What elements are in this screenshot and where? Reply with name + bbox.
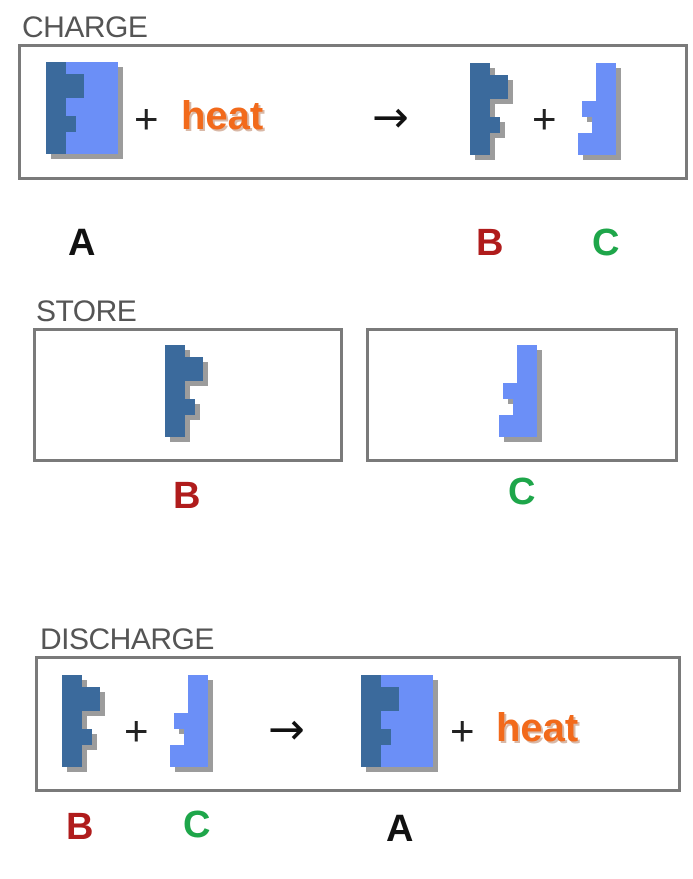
discharge-piece-b <box>62 675 105 772</box>
molecule-a-combined <box>46 62 123 159</box>
discharge-plus-1: + <box>124 707 149 754</box>
store-piece-b <box>165 345 208 442</box>
charge-label-c: C <box>592 222 620 264</box>
discharge-piece-c <box>170 675 213 772</box>
charge-title: CHARGE <box>22 11 148 44</box>
discharge-label-b: B <box>66 806 94 848</box>
charge-label-a: A <box>68 222 96 264</box>
charge-arrow: → <box>372 92 409 143</box>
charge-panel <box>18 44 688 180</box>
discharge-arrow: → <box>268 704 305 755</box>
store-label-b: B <box>173 475 201 517</box>
store-label-c: C <box>508 471 536 513</box>
charge-heat-label: heat <box>181 94 264 138</box>
store-title: STORE <box>36 295 137 328</box>
discharge-label-c: C <box>183 804 211 846</box>
discharge-title: DISCHARGE <box>40 623 214 656</box>
charge-label-b: B <box>476 222 504 264</box>
discharge-heat-label: heat <box>496 706 579 750</box>
molecule-a-combined-discharge <box>361 675 438 772</box>
charge-plus-1: + <box>134 95 159 142</box>
charge-piece-b <box>470 63 513 160</box>
store-piece-c <box>499 345 542 442</box>
discharge-plus-2: + <box>450 707 475 754</box>
charge-plus-2: + <box>532 95 557 142</box>
discharge-panel <box>35 656 681 792</box>
discharge-label-a: A <box>386 808 414 850</box>
charge-piece-c <box>578 63 621 160</box>
